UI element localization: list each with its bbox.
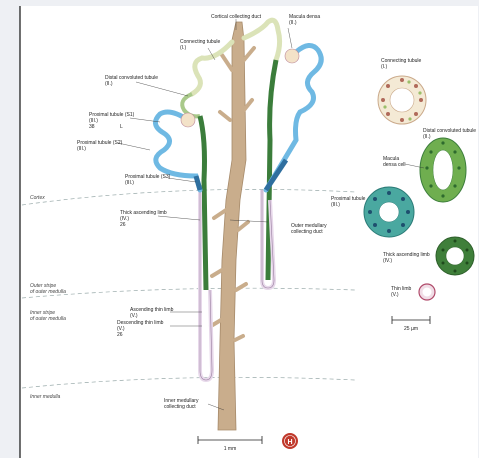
section-label-dct-2: (II.) xyxy=(423,134,431,140)
glomerulus-left xyxy=(181,113,195,127)
zone-inner-stripe-2: of outer medulla xyxy=(30,316,66,322)
label-atl-2: (V.) xyxy=(130,313,138,319)
label-pt-s1-3: 38 xyxy=(89,124,95,130)
section-label-dct-1: Distal convoluted tubule xyxy=(423,128,476,134)
h-badge-letter: H xyxy=(287,439,292,446)
label-macula-densa-2: (II.) xyxy=(289,20,297,26)
section-label-tal-2: (IV.) xyxy=(383,258,392,264)
section-connecting-tubule xyxy=(378,76,426,124)
label-cortical-collecting-duct: Cortical collecting duct xyxy=(211,14,262,20)
label-dtl-3: 26 xyxy=(117,332,123,338)
label-pt-s2-2: (III.) xyxy=(77,146,86,152)
section-thick-ascending-limb xyxy=(436,237,474,275)
label-pt-s3-2: (III.) xyxy=(125,180,134,186)
section-proximal-tubule xyxy=(364,187,414,237)
section-label-ct-2: (I.) xyxy=(381,64,387,70)
zone-inner-medulla: Inner medulla xyxy=(30,394,61,400)
scale-bar-1mm-label: 1 mm xyxy=(224,446,237,452)
section-label-thin-2: (V.) xyxy=(391,292,399,298)
diagram-panel xyxy=(20,6,478,458)
label-dct-2: (II.) xyxy=(105,81,113,87)
label-omcd-2: collecting duct xyxy=(291,229,323,235)
label-connecting-tubule-2: (I.) xyxy=(180,45,186,51)
label-dct-1: Distal convoluted tubule xyxy=(105,75,158,81)
section-label-md-2: densa cell xyxy=(383,162,406,168)
zone-cortex: Cortex xyxy=(30,195,45,201)
label-imcd-2: collecting duct xyxy=(164,404,196,410)
section-distal-convoluted-tubule xyxy=(420,138,466,202)
zone-outer-stripe-2: of outer medulla xyxy=(30,289,66,295)
scale-bar-25um-label: 25 µm xyxy=(404,326,418,332)
glomerulus-right xyxy=(285,49,299,63)
label-pt-s1-4: L xyxy=(120,124,123,130)
label-tal-3: 26 xyxy=(120,222,126,228)
section-thin-limb xyxy=(419,284,435,300)
section-label-pt-2: (III.) xyxy=(331,202,340,208)
